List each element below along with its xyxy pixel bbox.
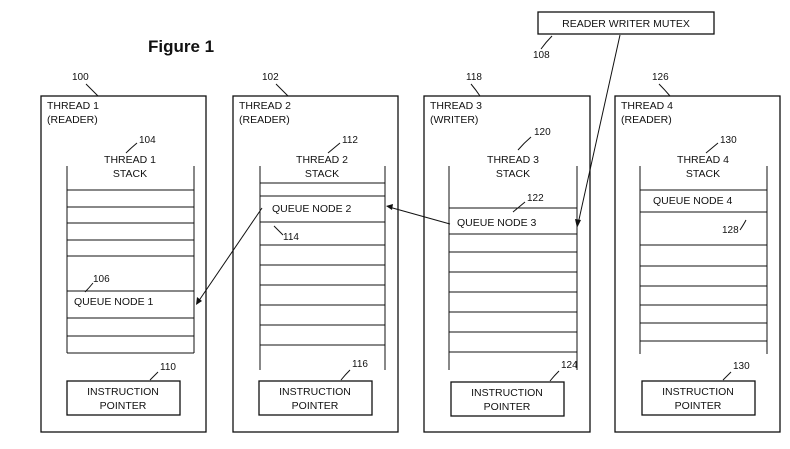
thread-4-ref-leader (658, 83, 671, 97)
thread-4-ref: 126 (652, 72, 669, 83)
thread-2-role: (READER) (239, 114, 290, 126)
thread-2-ref-leader (275, 83, 289, 97)
figure-title: Figure 1 (148, 37, 214, 56)
thread-1-ip-ref: 110 (160, 362, 176, 373)
thread-4-stack-ref-leader (705, 142, 719, 154)
thread-2-stack (259, 166, 386, 370)
thread-3-stack-ref-leader (517, 136, 532, 151)
reader-writer-mutex: READER WRITER MUTEX 108 (533, 11, 715, 61)
link-queue-node-3-to-2 (388, 206, 451, 225)
thread-3-stack-subtitle: STACK (496, 168, 530, 180)
thread-1-queue-node-ref-leader (84, 282, 94, 293)
thread-1-role: (READER) (47, 114, 98, 126)
thread-3-box (423, 95, 591, 433)
thread-4-box (614, 95, 781, 433)
link-queue-node-3-to-2-arrowhead (386, 204, 393, 210)
thread-3-instruction-pointer (450, 381, 565, 417)
thread-1-stack (66, 166, 195, 354)
thread-1-box (40, 95, 207, 433)
thread-1-ref: 100 (72, 72, 89, 83)
thread-3-stack (448, 166, 578, 370)
thread-4-stack-ref: 130 (720, 135, 737, 146)
link-mutex-to-queue-node-3 (577, 34, 621, 225)
thread-2-stack-ref-leader (327, 142, 341, 154)
thread-3-ref-leader (470, 83, 481, 97)
thread-2-ip-ref-leader (340, 369, 351, 381)
thread-3-ref: 118 (466, 72, 482, 83)
thread-2-queue-node-ref: 114 (283, 232, 299, 243)
thread-3-name: THREAD 3 (430, 100, 482, 112)
thread-3-ip-ref-leader (549, 370, 560, 382)
link-queue-node-2-to-1-arrowhead (196, 297, 202, 305)
thread-3-queue-node: QUEUE NODE 3 (457, 217, 537, 229)
thread-2-stack-title: THREAD 2 (296, 154, 348, 166)
thread-4-ip-line1: INSTRUCTION (662, 386, 734, 398)
thread-3-role: (WRITER) (430, 114, 478, 126)
thread-2-ref: 102 (262, 72, 279, 83)
thread-4-queue-node-ref: 128 (722, 225, 739, 236)
mutex-ref-leader (540, 35, 553, 50)
thread-2-queue-node: QUEUE NODE 2 (272, 203, 352, 215)
thread-2-ip-line2: POINTER (292, 400, 339, 412)
thread-2-ip-ref: 116 (352, 359, 368, 370)
thread-4-stack-subtitle: STACK (686, 168, 720, 180)
mutex-ref: 108 (533, 50, 550, 61)
mutex-label: READER WRITER MUTEX (562, 18, 690, 30)
thread-2-instruction-pointer (258, 380, 373, 416)
thread-4-instruction-pointer (641, 380, 756, 416)
thread-1-stack-ref-leader (125, 142, 138, 154)
thread-3-ip-line1: INSTRUCTION (471, 387, 543, 399)
thread-1-name: THREAD 1 (47, 100, 99, 112)
thread-3-ip-line2: POINTER (484, 401, 531, 413)
link-mutex-to-queue-node-3-arrowhead (575, 219, 581, 228)
thread-1-ref-leader (85, 83, 99, 97)
thread-3-queue-node-ref: 122 (527, 193, 544, 204)
thread-4-queue-node: QUEUE NODE 4 (653, 195, 733, 207)
thread-2-box (232, 95, 399, 433)
thread-2-ip-line1: INSTRUCTION (279, 386, 351, 398)
thread-1-queue-node-ref: 106 (93, 274, 110, 285)
thread-4-name: THREAD 4 (621, 100, 673, 112)
thread-1-instruction-pointer (66, 380, 181, 416)
thread-1-ip-ref-leader (149, 371, 159, 381)
thread-2-stack-subtitle: STACK (305, 168, 339, 180)
thread-3-stack-ref: 120 (534, 127, 551, 138)
thread-3: 118 THREAD 3 (WRITER) 120 THREAD 3 STACK… (423, 72, 591, 433)
thread-1-stack-ref: 104 (139, 135, 156, 146)
thread-4-ip-ref: 130 (733, 361, 750, 372)
thread-1: 100 THREAD 1 (READER) 104 THREAD 1 STACK… (40, 72, 207, 433)
thread-4-ip-line2: POINTER (675, 400, 722, 412)
mutex-box (537, 11, 715, 35)
thread-1-queue-node: QUEUE NODE 1 (74, 296, 154, 308)
link-queue-node-2-to-1 (197, 207, 263, 303)
thread-4-stack-title: THREAD 4 (677, 154, 729, 166)
thread-4-role: (READER) (621, 114, 672, 126)
thread-4-ip-ref-leader (722, 371, 732, 381)
thread-3-stack-title: THREAD 3 (487, 154, 539, 166)
thread-1-ip-line2: POINTER (100, 400, 147, 412)
thread-3-queue-node-ref-leader (512, 201, 526, 213)
thread-1-stack-subtitle: STACK (113, 168, 147, 180)
thread-4: 126 THREAD 4 (READER) 130 THREAD 4 STACK… (614, 72, 781, 433)
thread-4-stack (639, 166, 768, 354)
thread-2: 102 THREAD 2 (READER) 112 THREAD 2 STACK… (232, 72, 399, 433)
thread-2-stack-ref: 112 (342, 135, 358, 146)
thread-1-ip-line1: INSTRUCTION (87, 386, 159, 398)
thread-1-stack-title: THREAD 1 (104, 154, 156, 166)
thread-4-queue-node-ref-leader (739, 219, 747, 231)
thread-3-ip-ref: 124 (561, 360, 578, 371)
thread-2-name: THREAD 2 (239, 100, 291, 112)
thread-2-queue-node-ref-leader (273, 225, 284, 236)
